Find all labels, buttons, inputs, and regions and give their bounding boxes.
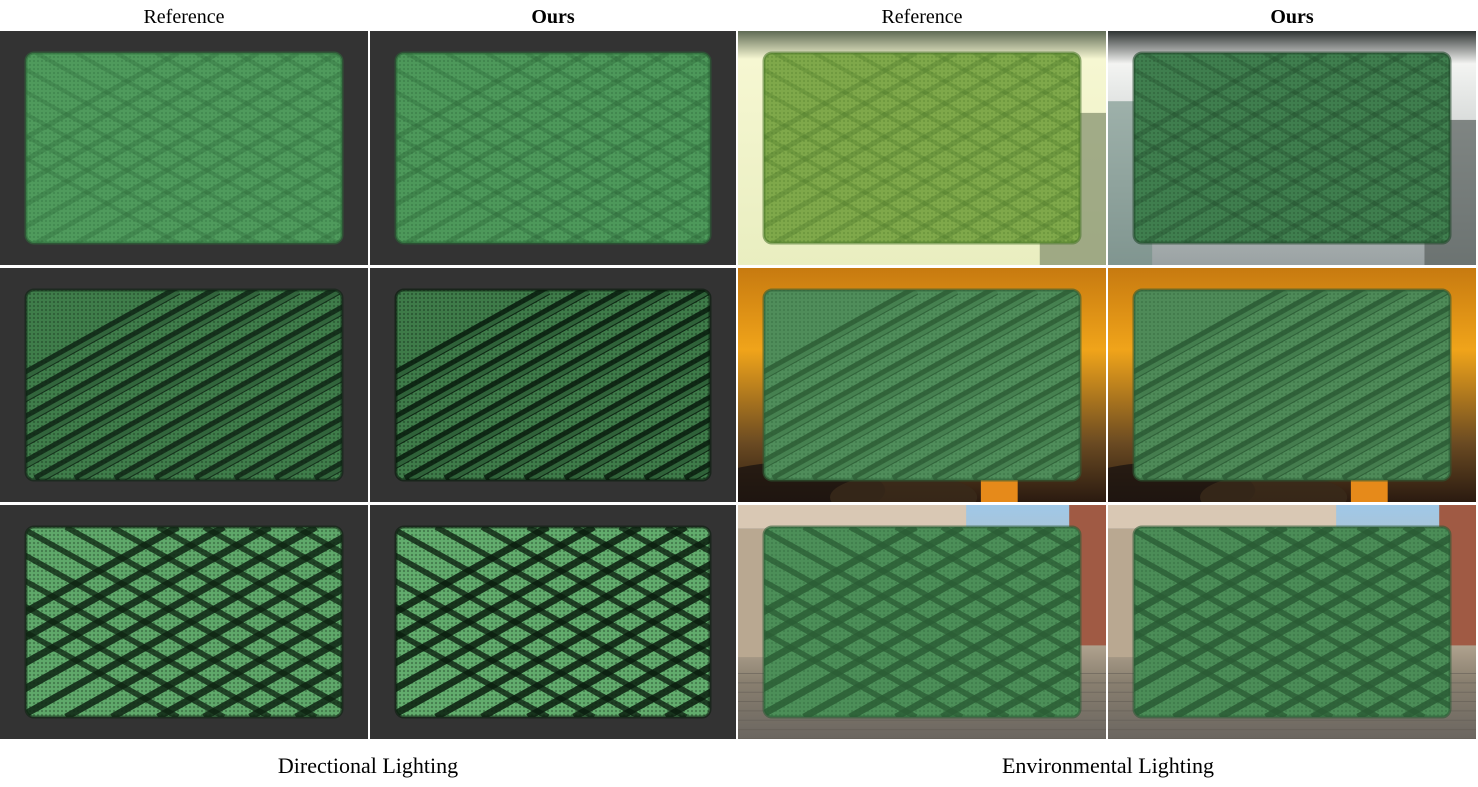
render-panel-row2-col2 bbox=[370, 268, 736, 502]
knit-fabric-render bbox=[1108, 31, 1476, 265]
render-panel-row2-col4 bbox=[1108, 268, 1476, 502]
render-panel-row2-col3 bbox=[738, 268, 1106, 502]
group-label-environmental-lighting: Environmental Lighting bbox=[1001, 753, 1215, 778]
knit-fabric-render bbox=[0, 505, 368, 739]
knit-fabric-render bbox=[738, 268, 1106, 502]
knit-fabric-render bbox=[370, 31, 736, 265]
group-label-directional-lighting: Directional Lighting bbox=[277, 753, 459, 778]
render-panel-row3-col2 bbox=[370, 505, 736, 739]
render-panel-row3-col3 bbox=[738, 505, 1106, 739]
column-title-ours-directional: Ours bbox=[531, 6, 575, 28]
render-panel-row3-col1 bbox=[0, 505, 368, 739]
knit-fabric-render bbox=[0, 31, 368, 265]
column-title-reference-environmental: Reference bbox=[881, 6, 963, 28]
column-title-reference-directional: Reference bbox=[143, 6, 225, 28]
render-panel-row1-col2 bbox=[370, 31, 736, 265]
knit-fabric-render bbox=[1108, 268, 1476, 502]
knit-fabric-render bbox=[0, 268, 368, 502]
knit-fabric-render bbox=[738, 505, 1106, 739]
knit-fabric-render bbox=[1108, 505, 1476, 739]
render-panel-row2-col1 bbox=[0, 268, 368, 502]
knit-fabric-render bbox=[370, 268, 736, 502]
knit-fabric-render bbox=[370, 505, 736, 739]
column-title-ours-environmental: Ours bbox=[1270, 6, 1314, 28]
render-panel-row1-col1 bbox=[0, 31, 368, 265]
render-panel-row1-col3 bbox=[738, 31, 1106, 265]
render-panel-row1-col4 bbox=[1108, 31, 1476, 265]
knit-fabric-render bbox=[738, 31, 1106, 265]
render-panel-row3-col4 bbox=[1108, 505, 1476, 739]
